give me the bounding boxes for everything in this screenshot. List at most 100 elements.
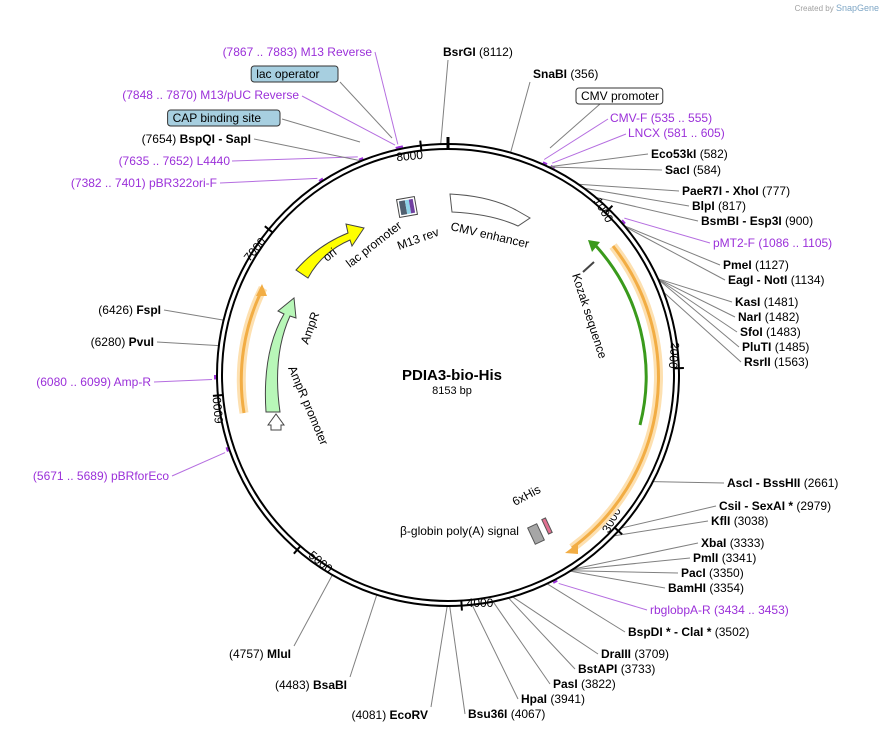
label-gap: -	[753, 273, 764, 287]
label-connector	[510, 81, 531, 153]
label-name: KflI	[711, 514, 730, 528]
label-mlui: (4757) MluI	[229, 647, 291, 661]
label-sfoi: SfoI (1483)	[740, 325, 801, 339]
label-name2: NotI	[764, 273, 787, 287]
enzyme-label-text: (6426) FspI	[98, 303, 161, 317]
label-connector	[219, 177, 318, 184]
label-pos: (3502)	[715, 625, 750, 639]
label-name: M13/pUC Reverse	[200, 88, 299, 102]
enzyme-label-text: BsrGI (8112)	[443, 45, 513, 59]
enzyme-label-text: PmeI (1127)	[723, 258, 789, 272]
label-connector	[657, 278, 738, 333]
label-amp-r: (6080 .. 6099) Amp-R	[36, 375, 151, 389]
enzyme-label-text: AscI - BssHII (2661)	[727, 476, 838, 490]
enzyme-label-text: SacI (584)	[665, 163, 721, 177]
enzyme-label-text: RsrII (1563)	[744, 355, 809, 369]
kozak-arc	[594, 244, 648, 426]
label-bstapi: BstAPI (3733)	[578, 662, 655, 676]
label-nari: NarI (1482)	[738, 310, 799, 324]
label-pos: (5671 .. 5689)	[33, 469, 108, 483]
label-name: Eco53kI	[651, 147, 696, 161]
primer-site	[398, 145, 404, 149]
label-name: BsmBI	[701, 214, 739, 228]
ring-tick-mark	[604, 204, 614, 214]
enzyme-label-text: BamHI (3354)	[668, 581, 744, 595]
label-pos: (581 .. 605)	[663, 126, 724, 140]
label-gap: -	[752, 476, 763, 490]
enzyme-label-text: EagI - NotI (1134)	[728, 273, 824, 287]
enzyme-label-text: Eco53kI (582)	[651, 147, 728, 161]
label-rsrii: RsrII (1563)	[744, 355, 809, 369]
plasmid-length: 8153 bp	[432, 385, 472, 397]
primer-site	[318, 177, 324, 182]
enzyme-label-text: PacI (3350)	[681, 566, 744, 580]
label-pos: (3354)	[709, 581, 744, 595]
his6-box	[541, 517, 553, 535]
label-pmli: PmlI (3341)	[693, 551, 756, 565]
label-connector	[156, 341, 219, 347]
label-snabi: SnaBI (356)	[533, 67, 598, 81]
label-blpi: BlpI (817)	[692, 199, 746, 213]
label-lac-operator: lac operator	[250, 65, 339, 83]
ring-tick-label: 2000	[666, 341, 682, 369]
label-name2: Esp3I	[750, 214, 782, 228]
label-pos: (3434 .. 3453)	[714, 603, 789, 617]
label-name: BstAPI	[578, 662, 617, 676]
label-bspdi: BspDI * - ClaI * (3502)	[628, 625, 749, 639]
label-asci: AscI - BssHII (2661)	[727, 476, 838, 490]
enzyme-label-text: (6280) PvuI	[91, 335, 154, 349]
label-connector	[595, 196, 699, 222]
bglobin-box	[527, 523, 545, 545]
primer-label-text: (7867 .. 7883) M13 Reverse	[223, 45, 373, 59]
label-connector	[652, 481, 725, 484]
ring-tick-label: 8000	[396, 148, 424, 164]
label-connector	[492, 601, 551, 685]
enzyme-label-text: (4081) EcoRV	[352, 708, 429, 722]
left-orange-arc	[239, 287, 265, 414]
orf-arrowhead	[565, 543, 578, 554]
label-connector	[163, 309, 224, 321]
enzyme-label-text: SnaBI (356)	[533, 67, 598, 81]
label-pos: (1563)	[774, 355, 809, 369]
label-eagi: EagI - NotI (1134)	[728, 273, 824, 287]
label-pos: (777)	[762, 184, 790, 198]
label-name: SnaBI	[533, 67, 567, 81]
ring-tick-label: 6000	[210, 396, 226, 424]
ring-tick-mark	[293, 545, 302, 555]
primer-label-text: LNCX (581 .. 605)	[628, 126, 725, 140]
kozak-label: Kozak sequence	[569, 272, 610, 361]
label-name: SacI	[665, 163, 690, 177]
label-name: NarI	[738, 310, 761, 324]
label-connector	[571, 557, 691, 571]
label-pos: (3709)	[634, 647, 669, 661]
label-pos: (2661)	[804, 476, 839, 490]
primer-site	[358, 157, 364, 161]
label-pos: (8112)	[479, 45, 513, 59]
primer-site	[552, 579, 558, 584]
label-connector	[573, 542, 699, 570]
label-connector	[657, 279, 740, 348]
label-name: PmlI	[693, 551, 718, 565]
ring-tick-label: 5000	[306, 548, 336, 576]
label-lncx: LNCX (581 .. 605)	[628, 126, 725, 140]
enzyme-label-text: PasI (3822)	[553, 677, 616, 691]
label-name: pMT2-F	[713, 236, 755, 250]
ring-tick-mark	[614, 526, 623, 536]
label-pos: (4081)	[352, 708, 387, 722]
label-connector	[663, 291, 742, 363]
credit-prefix: Created by	[794, 4, 834, 13]
label-name: KasI	[735, 295, 760, 309]
label-pos: (6426)	[98, 303, 133, 317]
label-cap-binding-site: CAP binding site	[167, 109, 281, 127]
label-gap: -	[741, 499, 752, 513]
label-connector	[548, 153, 649, 168]
label-rbglobpa-r: rbglobpA-R (3434 .. 3453)	[650, 603, 789, 617]
cmv-enhancer-arrow	[449, 193, 531, 227]
label-connector	[548, 166, 663, 171]
feature-box	[250, 65, 339, 83]
label-pos: (1482)	[765, 310, 800, 324]
label-connector	[624, 217, 711, 244]
label-connector	[543, 118, 609, 160]
label-kasi: KasI (1481)	[735, 295, 798, 309]
ori-arrow	[295, 223, 365, 279]
